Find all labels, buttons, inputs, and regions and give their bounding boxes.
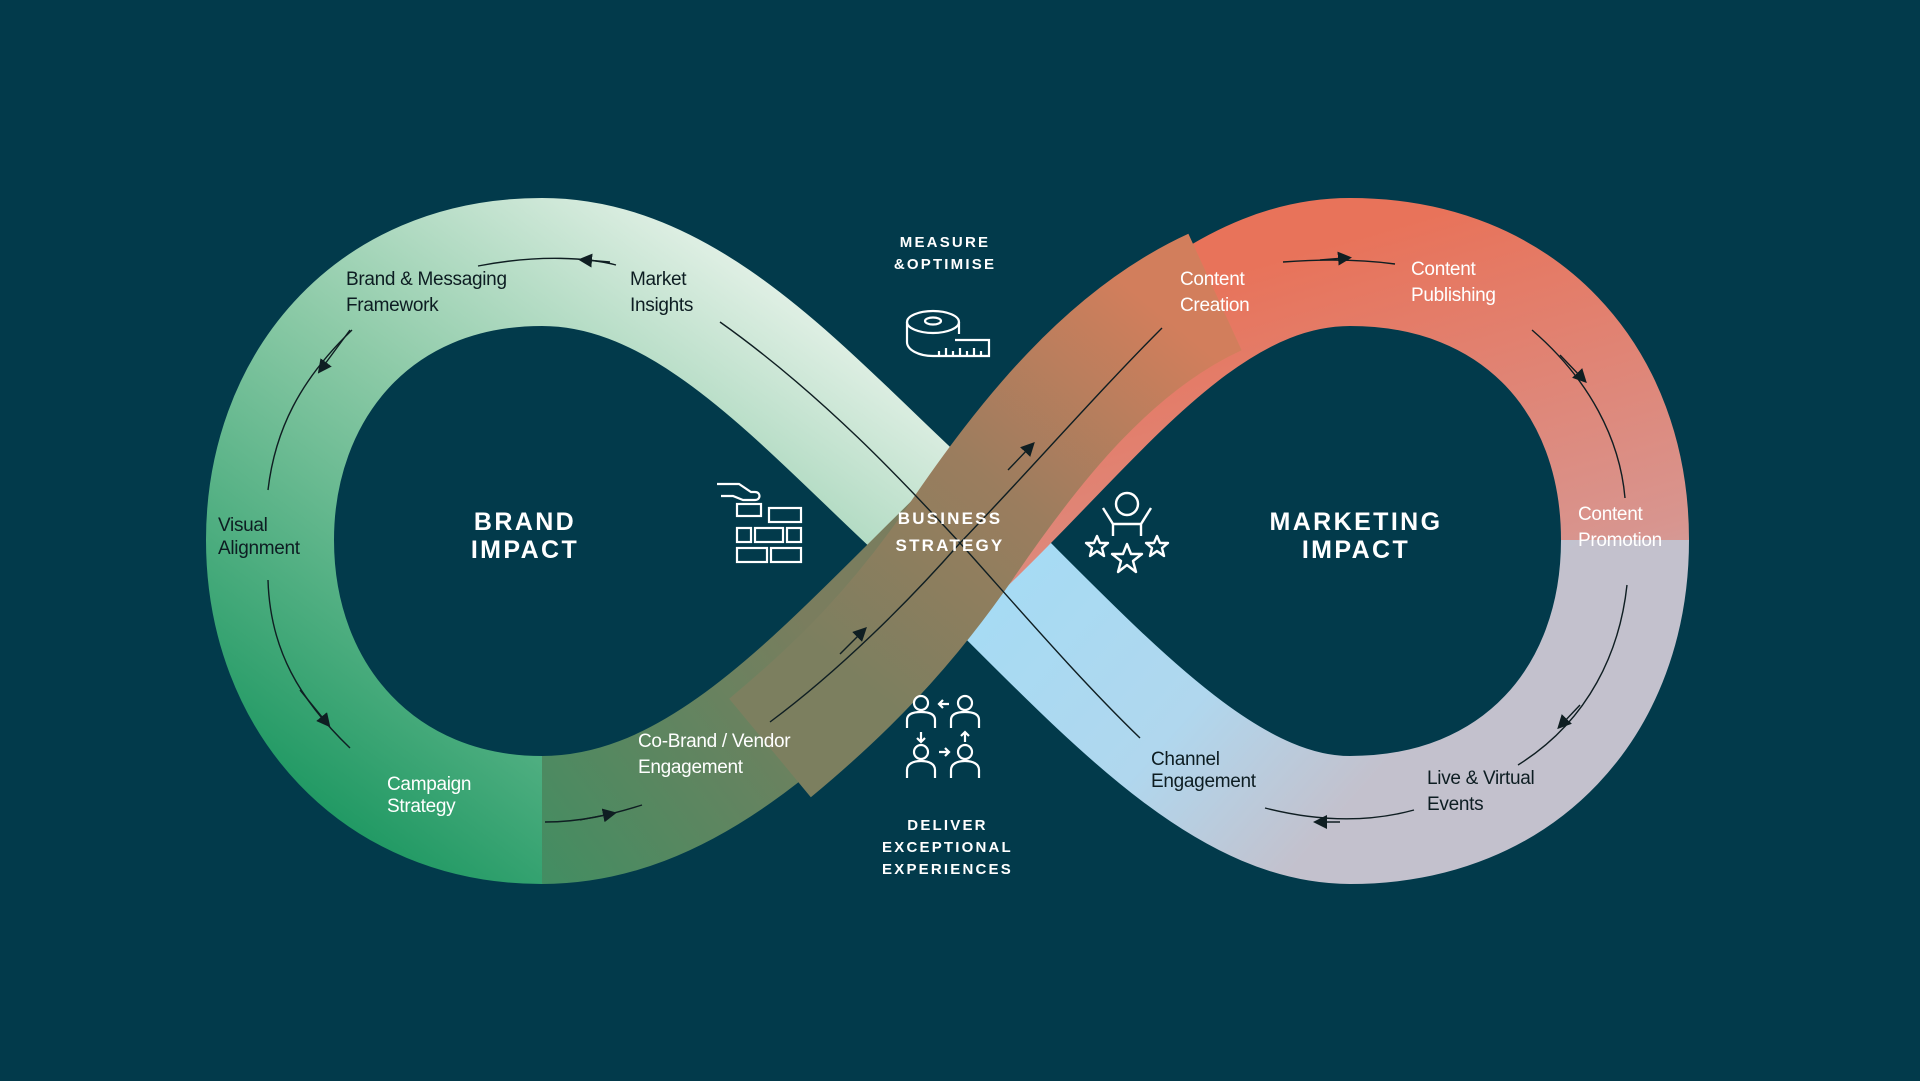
deliver-experiences-label: DELIVER EXCEPTIONAL EXPERIENCES bbox=[882, 817, 1013, 878]
tape-measure-icon bbox=[905, 309, 991, 358]
step-market-insights: Market Insights bbox=[630, 269, 694, 316]
flow-arrows bbox=[267, 251, 1628, 829]
team-exchange-icon bbox=[905, 694, 981, 778]
marketing-impact-title: MARKETING IMPACT bbox=[1269, 508, 1443, 564]
step-co-brand-vendor-engagement: Co-Brand / Vendor Engagement bbox=[638, 731, 791, 778]
channel-band bbox=[915, 497, 1689, 885]
brand-loop-band bbox=[205, 197, 1003, 884]
step-live-virtual-events: Live & Virtual Events bbox=[1427, 768, 1535, 815]
step-content-promotion: Content Promotion bbox=[1578, 504, 1662, 551]
brand-impact-title: BRAND IMPACT bbox=[470, 508, 580, 564]
business-strategy-label: BUSINESS STRATEGY bbox=[895, 509, 1005, 555]
step-channel-engagement: Channel Engagement bbox=[1151, 749, 1256, 792]
bricks-building-icon bbox=[717, 482, 803, 564]
step-campaign-strategy: Campaign Strategy bbox=[387, 774, 472, 817]
celebrating-person-stars-icon bbox=[1084, 491, 1170, 574]
measure-optimise-label: MEASURE &OPTIMISE bbox=[893, 234, 997, 273]
step-content-creation: Content Creation bbox=[1180, 269, 1250, 316]
step-brand-messaging-framework: Brand & Messaging Framework bbox=[346, 269, 507, 316]
step-visual-alignment: Visual Alignment bbox=[218, 515, 300, 559]
step-content-publishing: Content Publishing bbox=[1411, 259, 1496, 306]
